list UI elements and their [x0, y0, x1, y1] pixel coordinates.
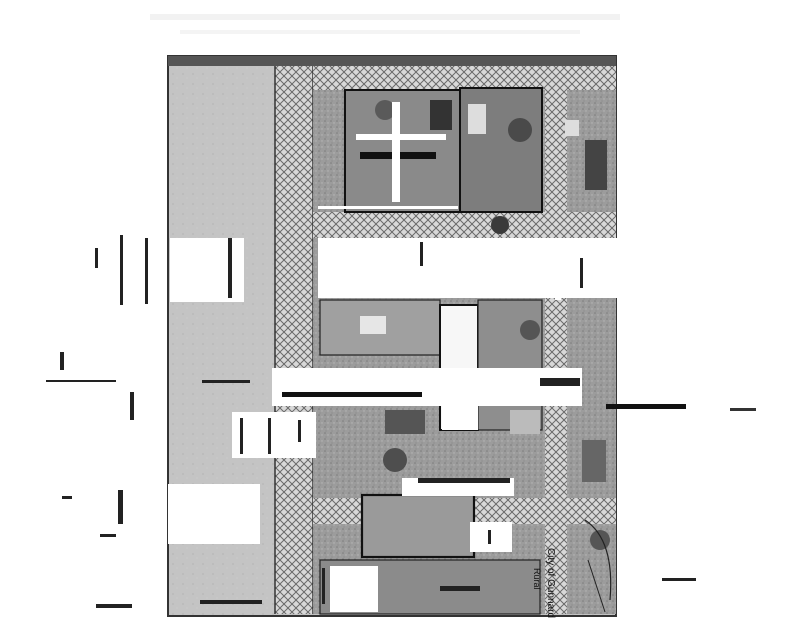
- header-bleed-2: [180, 30, 580, 34]
- highway: [275, 66, 313, 614]
- scanned-text-fragments: [46, 235, 696, 604]
- street-top: [313, 66, 616, 90]
- street-mid: [313, 212, 616, 238]
- header-bleed: [150, 14, 620, 20]
- map-label-city-of-gunnard: City of Gunnard: [545, 548, 556, 618]
- map-label-rural: Rural: [532, 568, 542, 590]
- road-markings: [318, 102, 561, 300]
- street-vertical: [545, 66, 567, 614]
- redaction-patches: [168, 238, 620, 612]
- parcel-5: [360, 493, 476, 559]
